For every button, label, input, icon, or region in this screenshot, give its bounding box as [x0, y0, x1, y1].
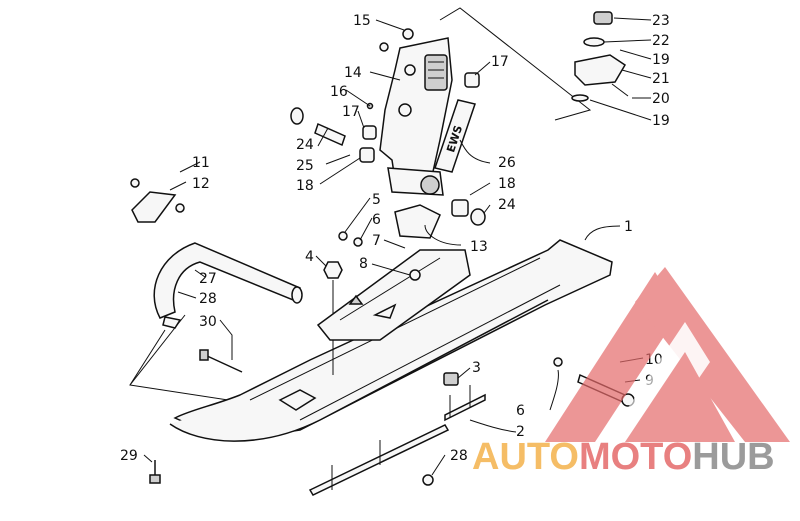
callout-17-top: 17 — [491, 54, 509, 70]
callout-14: 14 — [344, 65, 362, 81]
callout-19-top: 19 — [652, 52, 670, 68]
callout-13: 13 — [470, 239, 488, 255]
callout-7: 7 — [372, 233, 381, 249]
callout-29: 29 — [120, 448, 138, 464]
callout-22: 22 — [652, 33, 670, 49]
callout-8: 8 — [359, 256, 368, 272]
saddle — [316, 249, 471, 341]
callout-20: 20 — [652, 91, 670, 107]
callout-4: 4 — [305, 249, 314, 265]
callout-26: 26 — [498, 155, 516, 171]
callout-24-right: 24 — [498, 197, 516, 213]
callout-19-bottom: 19 — [652, 113, 670, 129]
watermark-moto: MOTO — [578, 436, 693, 478]
stop-assembly — [571, 11, 629, 102]
ski — [169, 239, 613, 442]
watermark-auto: AUTO — [472, 436, 579, 478]
callout-18-left: 18 — [296, 178, 314, 194]
callout-12: 12 — [192, 176, 210, 192]
callout-24-left: 24 — [296, 137, 314, 153]
callout-25: 25 — [296, 158, 314, 174]
callout-1: 1 — [624, 219, 633, 235]
watermark-logo — [545, 267, 790, 442]
callout-28-left: 28 — [199, 291, 217, 307]
callout-23: 23 — [652, 13, 670, 29]
callout-30: 30 — [199, 314, 217, 330]
callout-17-mid: 17 — [342, 104, 360, 120]
callouts: 15 17 14 16 17 24 25 18 26 18 24 13 5 6 … — [120, 13, 670, 464]
watermark-hub: HUB — [692, 436, 775, 478]
callout-18-right: 18 — [498, 176, 516, 192]
clip — [130, 178, 185, 223]
callout-3: 3 — [472, 360, 481, 376]
wear-bars — [308, 372, 486, 496]
ski-loop — [153, 242, 303, 329]
callout-27: 27 — [199, 271, 217, 287]
callout-6-bottom: 6 — [516, 403, 525, 419]
callout-28-bottom: 28 — [450, 448, 468, 464]
callout-6-top: 6 — [372, 212, 381, 228]
callout-16: 16 — [330, 84, 348, 100]
ews-decal: EWS — [434, 99, 476, 173]
callout-2: 2 — [516, 424, 525, 440]
watermark-text: AUTOMOTOHUB — [472, 436, 775, 479]
callout-15: 15 — [353, 13, 371, 29]
callout-5: 5 — [372, 192, 381, 208]
spindle — [379, 37, 453, 196]
callout-11: 11 — [192, 155, 210, 171]
callout-21: 21 — [652, 71, 670, 87]
small-parts — [290, 28, 486, 375]
leaders — [143, 17, 652, 476]
